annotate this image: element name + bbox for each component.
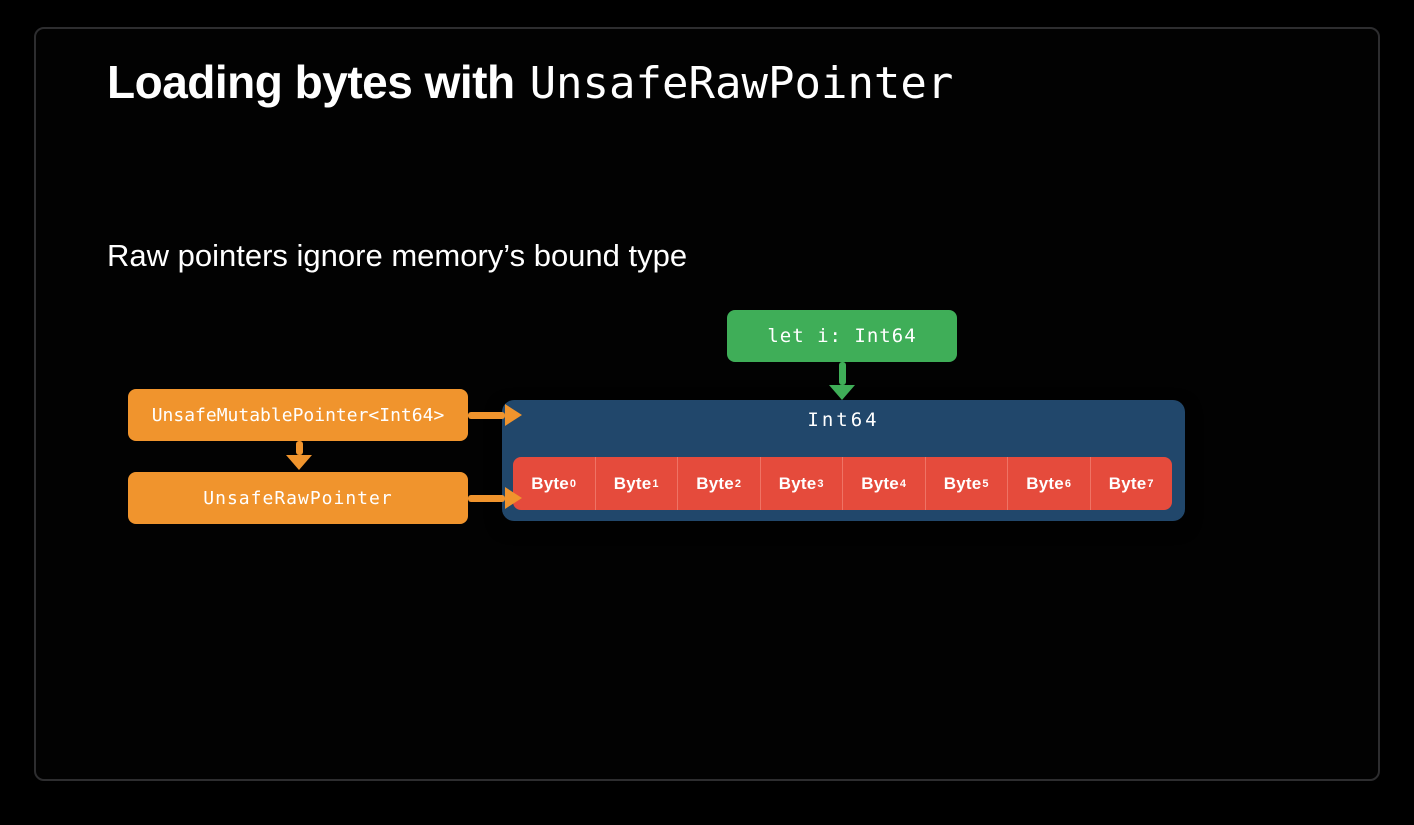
arrow-mutable-to-memory	[468, 404, 522, 426]
arrow-down-head-icon	[829, 385, 855, 400]
arrow-right-head-icon	[505, 404, 522, 426]
byte-index: 1	[652, 477, 659, 490]
byte-label: Byte	[1108, 473, 1147, 493]
slide-subtitle: Raw pointers ignore memory’s bound type	[107, 238, 688, 273]
byte-index: 4	[899, 477, 907, 490]
slide-title: Loading bytes with UnsafeRawPointer	[107, 55, 953, 109]
let-variable-label: let i: Int64	[767, 325, 917, 347]
unsafe-raw-pointer-label: UnsafeRawPointer	[203, 487, 393, 509]
arrow-stem	[838, 362, 846, 385]
let-variable-box: let i: Int64	[727, 310, 957, 362]
byte-index: 6	[1064, 477, 1072, 490]
title-text: Loading bytes with	[107, 56, 515, 108]
byte-index: 0	[569, 477, 577, 490]
byte-label: Byte	[943, 473, 982, 493]
memory-type-label: Int64	[807, 409, 880, 431]
byte-index: 7	[1147, 477, 1154, 490]
byte-label: Byte	[1026, 473, 1064, 493]
byte-index: 3	[817, 477, 824, 490]
byte-label: Byte	[861, 473, 899, 493]
arrow-stem	[468, 494, 505, 502]
byte-index: 5	[982, 477, 989, 490]
arrow-down-head-icon	[286, 455, 312, 470]
arrow-let-to-memory	[829, 362, 855, 400]
unsafe-mutable-pointer-label: UnsafeMutablePointer<Int64>	[151, 404, 445, 426]
byte-label: Byte	[778, 473, 817, 493]
arrow-mutable-to-raw	[286, 441, 312, 470]
arrow-stem	[468, 411, 505, 419]
arrow-raw-to-bytes	[468, 487, 522, 509]
title-code-text: UnsafeRawPointer	[529, 58, 954, 109]
unsafe-mutable-pointer-box: UnsafeMutablePointer<Int64>	[128, 389, 468, 441]
byte-label: Byte	[531, 473, 569, 493]
byte-label: Byte	[613, 473, 652, 493]
arrow-stem	[295, 441, 303, 455]
byte-index: 2	[734, 477, 742, 490]
byte-label: Byte	[696, 473, 734, 493]
arrow-right-head-icon	[505, 487, 522, 509]
unsafe-raw-pointer-box: UnsafeRawPointer	[128, 472, 468, 524]
